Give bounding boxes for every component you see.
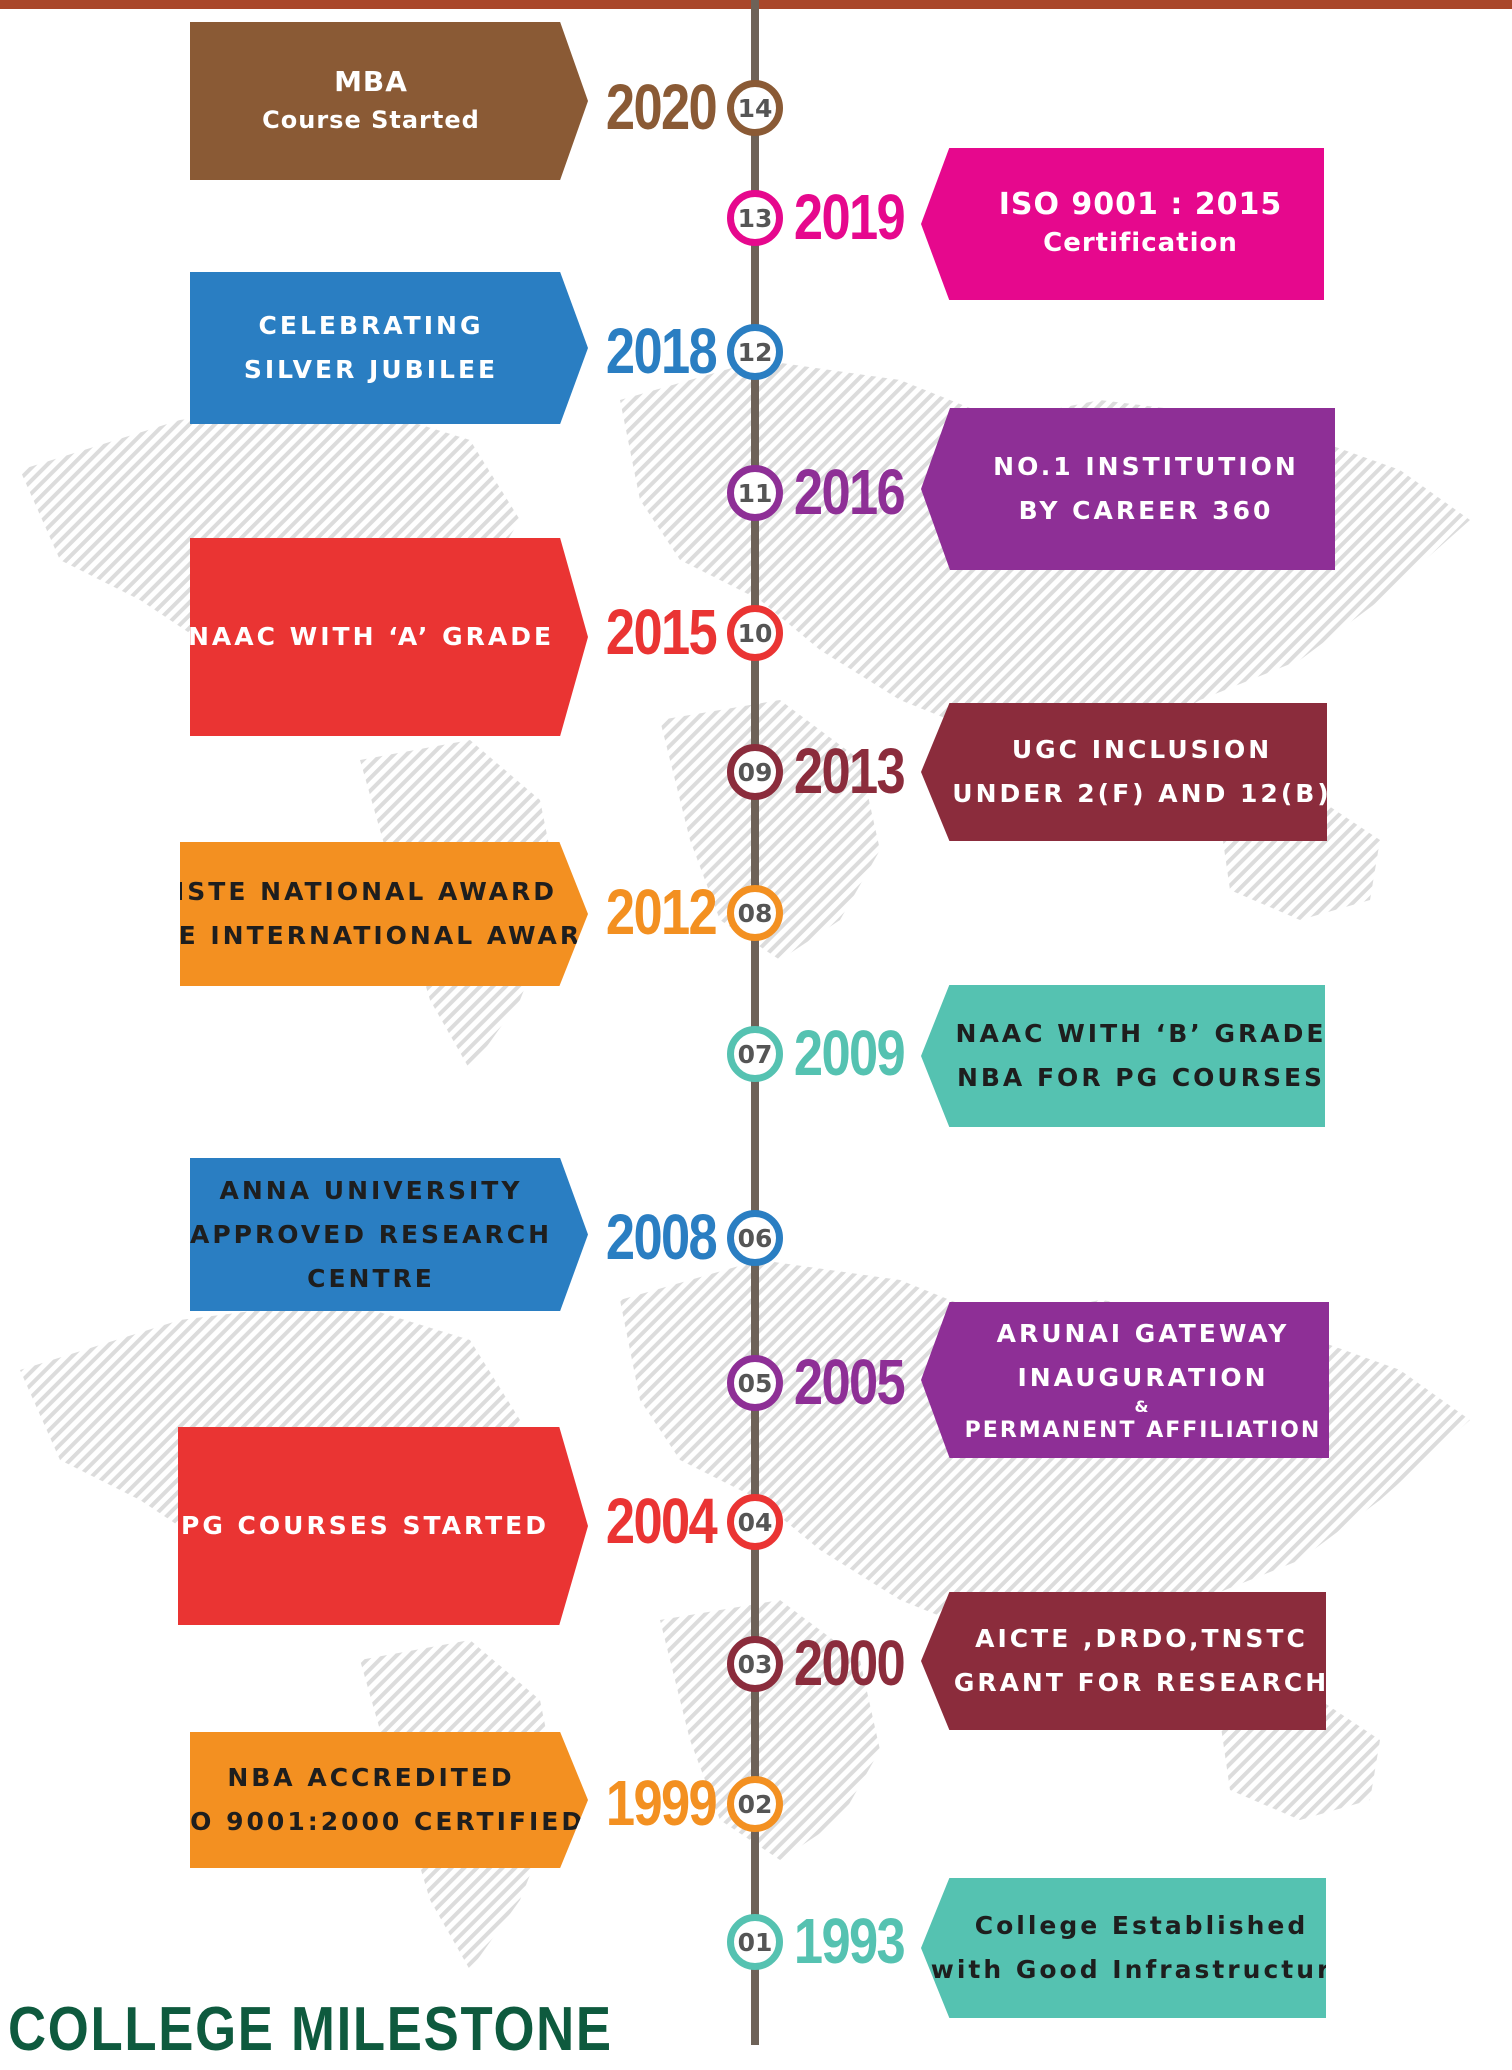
milestone-text: ISO 9001:2000 CERTIFIED (156, 1807, 586, 1836)
milestone-text: NBA FOR PG COURSES (956, 1063, 1326, 1092)
milestone-box-2016: NO.1 INSTITUTION BY CAREER 360 (921, 408, 1335, 570)
milestone-text: GRANT FOR RESEARCH (953, 1668, 1330, 1697)
milestone-node: 06 (727, 1210, 783, 1266)
milestone-year: 2013 (793, 735, 906, 807)
milestone-text: UGC INCLUSION (1011, 735, 1273, 764)
milestone-node: 12 (727, 324, 783, 380)
milestone-text: IEEE INTERNATIONAL AWARD (126, 921, 606, 950)
milestone-node: 07 (727, 1026, 783, 1082)
milestone-year: 2009 (793, 1017, 906, 1089)
milestone-node: 02 (727, 1776, 783, 1832)
milestone-text: Course Started (262, 106, 480, 134)
milestone-text: ISO 9001 : 2015 (998, 187, 1283, 222)
milestone-text: BY CAREER 360 (1018, 496, 1274, 525)
milestone-text: NAAC WITH ‘B’ GRADE (955, 1019, 1327, 1048)
milestone-box-2015: NAAC WITH ‘A’ GRADE (190, 538, 588, 736)
milestone-text: College Established (974, 1911, 1309, 1940)
milestone-year: 2004 (605, 1485, 718, 1557)
milestone-year: 2015 (605, 596, 718, 668)
milestone-year: 1999 (605, 1767, 718, 1839)
milestone-node: 04 (727, 1494, 783, 1550)
milestone-year: 2019 (793, 181, 906, 253)
timeline-spine (751, 0, 759, 2045)
milestone-node: 09 (727, 744, 783, 800)
milestone-year: 1993 (793, 1905, 906, 1977)
milestone-text: APPROVED RESEARCH (190, 1219, 552, 1249)
milestone-year: 2020 (605, 71, 718, 143)
milestone-node: 03 (727, 1636, 783, 1692)
milestone-year: 2000 (793, 1627, 906, 1699)
milestone-text: & (1134, 1397, 1152, 1416)
milestone-node: 10 (727, 605, 783, 661)
milestone-text: ANNA UNIVERSITY (219, 1175, 523, 1205)
milestone-text: ISTE NATIONAL AWARD (175, 877, 558, 906)
milestone-year: 2008 (605, 1201, 718, 1273)
milestone-text: SILVER JUBILEE (243, 355, 499, 384)
milestone-box-2008: ANNA UNIVERSITY APPROVED RESEARCH CENTRE (190, 1158, 588, 1311)
milestone-year: 2018 (605, 315, 718, 387)
page-title: COLLEGE MILESTONE (8, 1995, 613, 2064)
milestone-box-2009: NAAC WITH ‘B’ GRADE NBA FOR PG COURSES (921, 985, 1325, 1127)
milestone-box-2004: PG COURSES STARTED (178, 1427, 588, 1625)
milestone-text: AICTE ,DRDO,TNSTC (975, 1624, 1308, 1653)
milestone-box-2018: CELEBRATING SILVER JUBILEE (190, 272, 588, 424)
milestone-text: CELEBRATING (258, 311, 484, 340)
milestone-text: INAUGURATION (1017, 1363, 1269, 1392)
milestone-node: 13 (727, 190, 783, 246)
milestone-node: 05 (727, 1355, 783, 1411)
milestone-year: 2016 (793, 456, 906, 528)
milestone-text: with Good Infrastructure (930, 1955, 1353, 1984)
milestone-text: NAAC WITH ‘A’ GRADE (187, 622, 555, 651)
milestone-text: Certification (1043, 228, 1238, 258)
milestone-year: 2005 (793, 1346, 906, 1418)
milestone-node: 01 (727, 1914, 783, 1970)
milestone-text: PG COURSES STARTED (181, 1511, 549, 1540)
milestone-box-2005: ARUNAI GATEWAY INAUGURATION & PERMANENT AFF… (921, 1302, 1329, 1458)
milestone-text: CENTRE (307, 1263, 435, 1293)
milestone-box-2020: MBA Course Started (190, 22, 588, 180)
milestone-text: NO.1 INSTITUTION (993, 452, 1299, 481)
milestone-text: ARUNAI GATEWAY (996, 1319, 1290, 1348)
milestone-node: 14 (727, 80, 783, 136)
milestone-text: MBA (334, 65, 408, 98)
milestone-text: PERMANENT AFFILIATION (964, 1418, 1322, 1443)
milestone-text: NBA ACCREDITED (227, 1763, 515, 1792)
milestone-year: 2012 (605, 876, 718, 948)
milestone-text: UNDER 2(F) AND 12(B) (952, 779, 1332, 808)
milestone-node: 08 (727, 885, 783, 941)
milestone-node: 11 (727, 465, 783, 521)
